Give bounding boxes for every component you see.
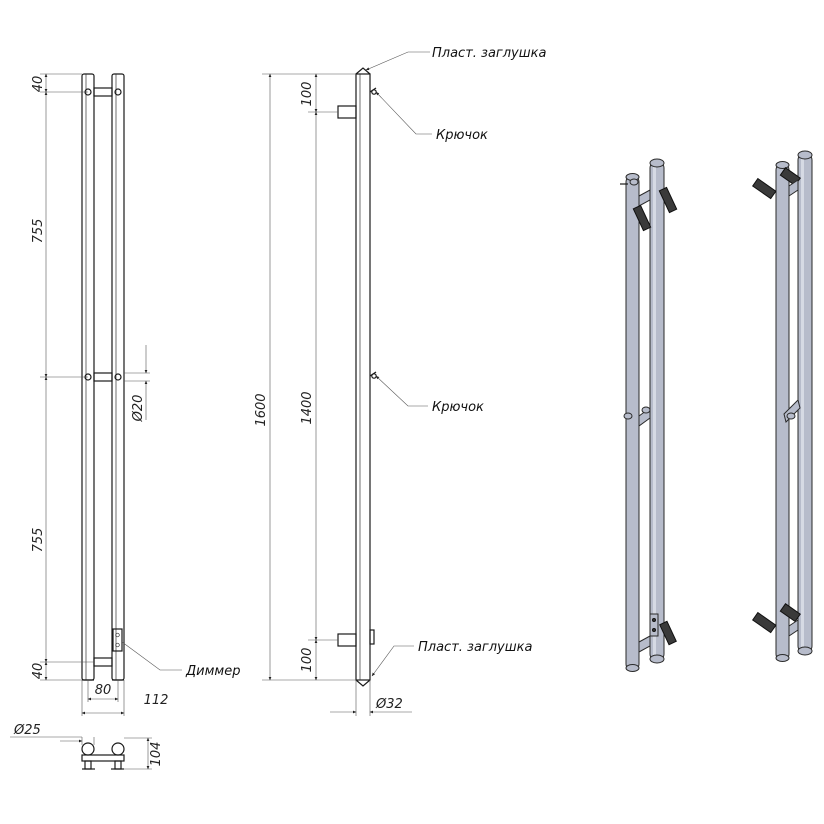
- dimmer-box: [112, 628, 123, 652]
- front-view: 40 755 755 40 Ø20 80 112 Диммер: [31, 73, 240, 716]
- label-hook-top: Крючок: [436, 128, 488, 143]
- front-dim-diameter: Ø20: [131, 395, 146, 423]
- top-dim-depth: 104: [149, 742, 164, 767]
- front-dim-lower: 755: [31, 528, 46, 553]
- label-dimmer: Диммер: [185, 664, 240, 679]
- front-right-tube: [111, 73, 125, 681]
- side-dim-top: 100: [300, 82, 315, 107]
- side-dim-total: 1600: [254, 393, 269, 426]
- top-view: Ø25 104: [10, 723, 164, 770]
- side-dim-bottom: 100: [300, 648, 315, 673]
- label-hook-mid: Крючок: [432, 400, 484, 415]
- side-dim-diameter: Ø32: [375, 697, 403, 712]
- front-dim-width-inner: 80: [95, 683, 112, 698]
- front-dim-upper: 755: [31, 219, 46, 244]
- top-dim-diameter: Ø25: [13, 723, 41, 738]
- side-dim-mid: 1400: [300, 391, 315, 424]
- isometric-view-back: [751, 150, 813, 662]
- label-cap-top: Пласт. заглушка: [432, 46, 546, 61]
- front-dim-width-outer: 112: [144, 693, 169, 708]
- label-cap-bottom: Пласт. заглушка: [418, 640, 532, 655]
- front-dim-bottom: 40: [31, 663, 46, 680]
- side-tube: [355, 73, 371, 681]
- front-dim-top: 40: [31, 76, 46, 93]
- side-view: 1600 100 1400 100 Ø32 Пласт. заглушка Кр…: [254, 46, 546, 716]
- isometric-view-front: [620, 158, 678, 672]
